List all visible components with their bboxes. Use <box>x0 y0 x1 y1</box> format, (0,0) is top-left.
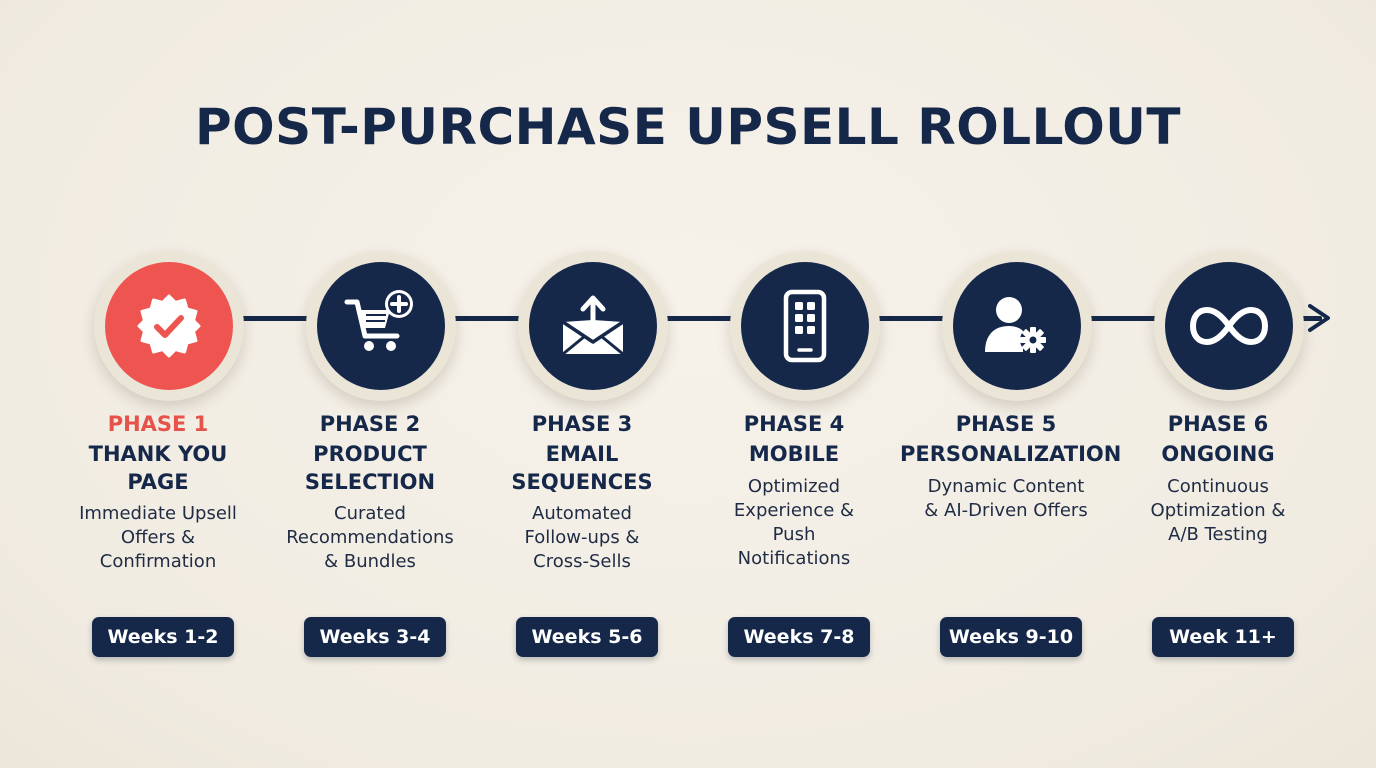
phase-2: PHASE 2 PRODUCT SELECTION Curated Recomm… <box>264 0 476 768</box>
smartphone-icon <box>783 289 827 363</box>
phase-2-number: PHASE 2 <box>319 412 421 436</box>
phase-6: PHASE 6 ONGOING Continuous Optimization … <box>1112 0 1324 768</box>
phase-2-circle <box>306 251 456 401</box>
phase-3-timing-badge: Weeks 5-6 <box>516 617 658 657</box>
envelope-send-icon <box>562 295 624 356</box>
phase-4-description: Optimized Experience & Push Notification… <box>733 476 855 569</box>
badge-check-icon <box>137 294 201 358</box>
phase-6-description: Continuous Optimization & A/B Testing <box>1150 476 1286 545</box>
phase-1-number: PHASE 1 <box>107 412 209 436</box>
phase-1-circle <box>94 251 244 401</box>
phase-4-number: PHASE 4 <box>743 412 845 436</box>
phase-3-number: PHASE 3 <box>531 412 633 436</box>
page-title: POST-PURCHASE UPSELL ROLLOUT <box>195 98 1181 156</box>
phase-1-name: THANK YOU PAGE <box>88 442 228 494</box>
phase-4: PHASE 4 MOBILE Optimized Experience & Pu… <box>688 0 900 768</box>
phase-3-name: EMAIL SEQUENCES <box>511 442 653 494</box>
phase-6-timing-badge: Week 11+ <box>1152 617 1294 657</box>
phase-6-name: ONGOING <box>1161 442 1275 466</box>
phase-1: PHASE 1 THANK YOU PAGE Immediate Upsell … <box>52 0 264 768</box>
phase-3-description: Automated Follow-ups & Cross-Sells <box>524 503 640 572</box>
phase-2-timing-badge: Weeks 3-4 <box>304 617 446 657</box>
phase-5-circle <box>942 251 1092 401</box>
phase-5-timing-badge: Weeks 9-10 <box>940 617 1082 657</box>
phase-4-timing-badge: Weeks 7-8 <box>728 617 870 657</box>
timeline-arrow-icon <box>1308 304 1330 332</box>
phase-5-description: Dynamic Content & AI-Driven Offers <box>924 476 1088 521</box>
phase-2-name: PRODUCT SELECTION <box>304 442 436 494</box>
phase-1-description: Immediate Upsell Offers & Confirmation <box>79 503 237 572</box>
phase-3-circle <box>518 251 668 401</box>
phase-2-description: Curated Recommendations & Bundles <box>286 503 454 572</box>
cart-plus-icon <box>344 290 413 351</box>
phase-5: PHASE 5 PERSONALIZATION Dynamic Content … <box>900 0 1122 768</box>
phase-5-name: PERSONALIZATION <box>900 442 1122 466</box>
phase-6-circle <box>1154 251 1304 401</box>
phase-5-number: PHASE 5 <box>955 412 1057 436</box>
phase-3: PHASE 3 EMAIL SEQUENCES Automated Follow… <box>476 0 688 768</box>
phase-4-name: MOBILE <box>748 442 840 466</box>
infinity-icon <box>1190 307 1268 345</box>
phase-4-circle <box>730 251 880 401</box>
phase-1-timing-badge: Weeks 1-2 <box>92 617 234 657</box>
user-gear-icon <box>985 297 1046 353</box>
phase-6-number: PHASE 6 <box>1167 412 1269 436</box>
